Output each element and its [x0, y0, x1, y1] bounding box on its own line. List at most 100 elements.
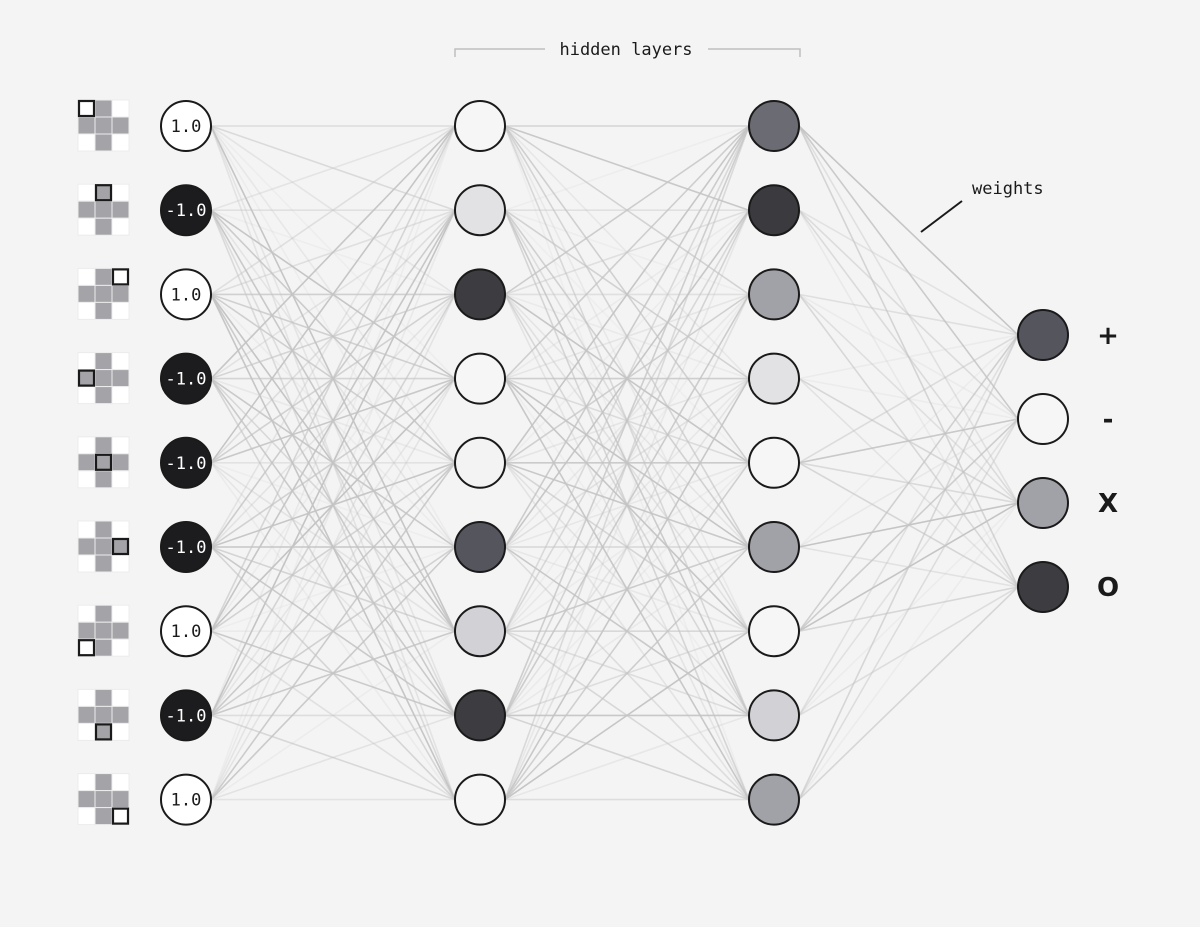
glyph-pixel: [111, 604, 130, 623]
input-node-value: 1.0: [171, 285, 202, 305]
glyph-pixel: [77, 369, 96, 388]
glyph-pixel: [94, 807, 113, 826]
glyph-pixel: [94, 133, 113, 152]
input-node-value: -1.0: [166, 370, 207, 390]
glyph-pixel: [111, 183, 130, 202]
weight-edge: [210, 630, 456, 801]
glyph-pixel: [77, 133, 96, 152]
input-node-circle: [160, 521, 212, 573]
glyph-pixel: [77, 520, 96, 539]
glyph-pixel: [77, 554, 96, 573]
glyph-pixel: [94, 470, 113, 489]
glyph-pixel: [94, 200, 113, 219]
input-node-circle: [160, 352, 212, 405]
weight-edge: [504, 714, 750, 801]
glyph-pixel: [111, 807, 130, 826]
glyph-highlight-pixel: [77, 639, 96, 657]
glyph-pixel: [111, 133, 130, 152]
output-label: -: [1103, 405, 1114, 435]
weight-edge: [210, 125, 456, 211]
glyph-pixel: [77, 386, 96, 405]
input-node: 1.0: [160, 100, 212, 152]
glyph-pixel: [111, 790, 130, 809]
input-node: 1.0: [160, 268, 212, 321]
weight-edge: [798, 334, 1019, 632]
weight-edge: [504, 293, 750, 716]
input-node: -1.0: [160, 184, 212, 237]
weight-edge: [504, 125, 750, 464]
glyph-pixel: [94, 604, 113, 623]
glyph-pixel: [94, 537, 113, 556]
hidden-1-node: [454, 436, 506, 489]
hidden-1-node: [454, 184, 506, 237]
weight-edge: [210, 378, 456, 801]
hidden-1-node: [454, 689, 506, 742]
glyph-pixel: [111, 284, 130, 303]
weight-edge: [210, 125, 456, 632]
weight-edge: [210, 125, 456, 296]
hidden-2-node: [748, 100, 800, 152]
glyph-pixel: [94, 453, 113, 472]
glyph-pixel: [111, 520, 130, 539]
input-node: 1.0: [160, 605, 212, 658]
weight-edge: [798, 502, 1019, 801]
glyph-pixel: [77, 705, 96, 724]
weight-edge: [210, 209, 456, 716]
input-glyph: [77, 520, 130, 573]
weight-edge: [504, 125, 750, 548]
hidden-layers-bracket: hidden layers: [454, 40, 801, 60]
glyph-pixel: [94, 116, 113, 135]
weight-edge: [798, 293, 1019, 420]
weight-edge: [210, 378, 456, 716]
weight-edge: [504, 125, 750, 380]
glyph-pixel: [77, 301, 96, 320]
input-glyph: [77, 352, 130, 405]
input-node-value: -1.0: [166, 454, 207, 474]
weight-edge: [798, 293, 1019, 336]
glyph-highlight-pixel: [77, 369, 96, 387]
output-label: X: [1098, 489, 1118, 519]
input-node: -1.0: [160, 352, 212, 405]
weight-edge: [210, 462, 456, 716]
glyph-pixel: [94, 773, 113, 792]
weight-edge: [210, 209, 456, 632]
input-node-value: -1.0: [166, 706, 207, 726]
weight-edge: [504, 294, 750, 800]
weight-edge: [210, 630, 456, 801]
weight-edge: [798, 418, 1019, 632]
glyph-pixel: [111, 705, 130, 724]
glyph-pixel: [77, 638, 96, 657]
glyph-pixel: [111, 116, 130, 135]
weights-annotation: weights: [920, 179, 1044, 233]
glyph-pixel: [77, 267, 96, 286]
glyph-pixel: [111, 621, 130, 640]
glyph-pixel: [94, 688, 113, 707]
weight-edge: [210, 714, 456, 801]
glyph-pixel: [111, 267, 130, 286]
weight-edge: [210, 209, 456, 800]
glyph-pixel: [111, 722, 130, 741]
input-node-circle: [160, 184, 212, 237]
glyph-pixel: [77, 217, 96, 236]
hidden-2-node: [748, 689, 800, 742]
glyph-pixel: [94, 621, 113, 640]
output-node: [1017, 309, 1069, 361]
glyph-pixel: [111, 301, 130, 320]
hidden-1-node: [454, 773, 506, 826]
glyph-pixel: [94, 217, 113, 236]
hidden-2-node: [748, 436, 800, 489]
glyph-pixel: [111, 200, 130, 219]
weight-edge: [798, 334, 1019, 716]
input-node: -1.0: [160, 521, 212, 573]
hidden-2-node: [748, 521, 800, 573]
input-node-value: 1.0: [171, 117, 202, 137]
glyph-pixel: [77, 790, 96, 809]
input-glyph: [77, 183, 130, 236]
weight-edge: [798, 334, 1019, 800]
weight-edge: [210, 293, 456, 380]
glyph-pixel: [77, 116, 96, 135]
weight-edge: [798, 334, 1019, 464]
output-label: O: [1097, 573, 1119, 603]
input-node: 1.0: [160, 773, 212, 826]
